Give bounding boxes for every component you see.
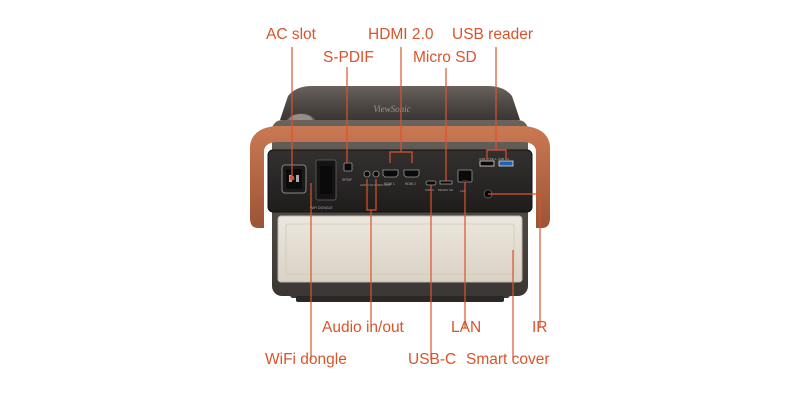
brand-logo: ViewSonic [373, 104, 410, 114]
label-ir: IR [532, 319, 548, 336]
callout-dot-ac-slot [289, 175, 295, 181]
svg-text:USB 3.0: USB 3.0 [498, 157, 510, 161]
label-ac-slot: AC slot [266, 26, 316, 43]
callout-lines [289, 47, 541, 360]
svg-text:LAN: LAN [460, 189, 466, 193]
svg-text:USB TYPE A: USB TYPE A [479, 157, 496, 161]
label-smart-cover: Smart cover [466, 351, 550, 368]
label-usb-c: USB-C [408, 351, 457, 368]
projector-top-housing [280, 86, 520, 120]
label-hdmi: HDMI 2.0 [368, 26, 434, 43]
usb-port-1 [479, 160, 495, 167]
projector-body: ViewSonic WiFi DONGLE SPDIF AUDIO IN AUD… [250, 86, 550, 302]
audio-in-jack [363, 170, 371, 178]
callout-bracket-audio [366, 179, 377, 211]
label-audio: Audio in/out [322, 319, 404, 336]
callout-bracket-hdmi [389, 151, 413, 163]
wifi-dongle-caption: WiFi DONGLE [310, 206, 333, 210]
callout-line-ir [488, 193, 541, 328]
hdmi-1-port [382, 169, 399, 178]
svg-text:SPDIF: SPDIF [342, 178, 352, 182]
micro-sd-slot [439, 180, 453, 185]
svg-text:MICRO SD: MICRO SD [438, 188, 454, 192]
label-lan: LAN [451, 319, 482, 336]
label-usb-reader: USB reader [452, 26, 533, 43]
audio-out-jack [372, 170, 380, 178]
projector-base [290, 284, 510, 298]
svg-text:HDMI 1: HDMI 1 [384, 182, 395, 186]
svg-text:HDMI 2: HDMI 2 [405, 182, 416, 186]
label-spdif: S-PDIF [323, 49, 374, 66]
callout-bracket-usb-reader [486, 149, 507, 160]
usb-c-port [425, 180, 437, 186]
smart-cover [277, 215, 523, 283]
svg-text:USB-C: USB-C [425, 188, 435, 192]
hdmi-2-port [403, 169, 420, 178]
spdif-port [343, 162, 353, 172]
usb-port-2 [498, 160, 514, 167]
label-micro-sd: Micro SD [413, 49, 477, 66]
label-wifi-dongle: WiFi dongle [265, 351, 347, 368]
carry-handle [250, 126, 550, 228]
